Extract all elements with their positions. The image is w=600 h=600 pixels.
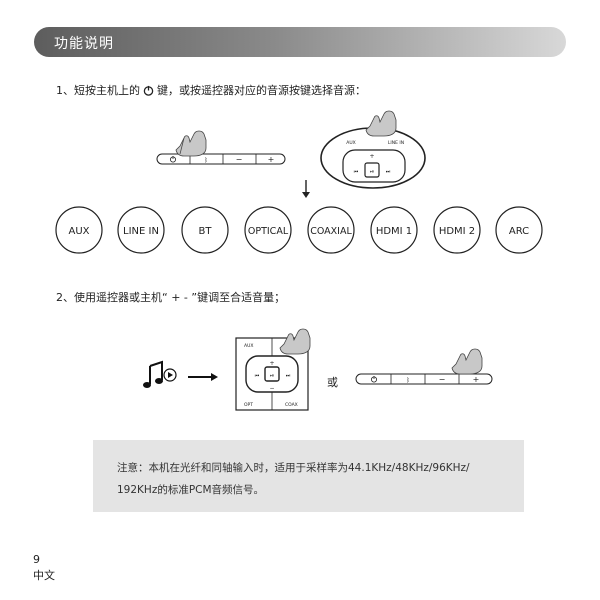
arrow-down-icon [302,180,310,198]
note-line-1: 注意：本机在光纤和同轴输入时，适用于采样率为44.1KHz/48KHz/96KH… [117,462,470,474]
note-line-2: 192KHz的标准PCM音频信号。 [117,484,265,496]
remote-aux-label-2: AUX [244,343,253,349]
hand-pointer-icon [175,130,207,157]
source-label-hdmi1: HDMI 1 [376,226,412,237]
remote-play-pause-icon: ⏯ [370,169,374,175]
source-coaxial: COAXIAL [307,206,355,254]
remote-minus-label: − [269,385,274,392]
soundbar-bottom-panel: ᛒ − + [355,373,493,385]
arrow-right-icon [188,373,218,381]
section-title: 功能说明 [54,36,114,52]
remote-plus-label: + [369,153,374,160]
soundbar-top-panel: ᛒ − + [156,153,286,165]
source-line-in: LINE IN [117,206,165,254]
remote-line-in-label: LINE IN [388,140,404,146]
source-arc: ARC [495,206,543,254]
remote-prev-icon-2: ⏮ [255,373,260,379]
hand-pointer-icon [279,328,311,355]
hand-pointer-icon [451,348,483,375]
source-label-bt: BT [199,226,213,237]
language-label: 中文 [33,569,55,582]
source-label-aux: AUX [68,226,89,237]
or-label: 或 [327,376,338,389]
step-1-text-after: 键，或按遥控器对应的音源按键选择音源： [157,84,366,97]
soundbar-plus-label-2: + [473,375,480,384]
soundbar-bluetooth-icon-2: ᛒ [406,377,410,384]
soundbar-minus-label: − [236,155,243,164]
remote-next-icon-2: ⏭ [286,373,291,379]
step-1-text-before: 1、短按主机上的 [56,84,140,97]
step-2-instruction: 2、使用遥控器或主机“ + - ”键调至合适音量； [56,291,286,304]
section-header: 功能说明 [34,27,566,57]
note-box: 注意：本机在光纤和同轴输入时，适用于采样率为44.1KHz/48KHz/96KH… [93,440,524,512]
remote-aux-label: AUX [346,140,355,146]
remote-control-top: AUX LINE IN + ⏯ ⏮ ⏭ [320,127,426,189]
music-note-icon [143,360,177,388]
remote-opt-label: OPT [244,402,253,408]
source-label-hdmi2: HDMI 2 [439,226,475,237]
soundbar-bluetooth-icon: ᛒ [204,157,208,164]
remote-next-icon: ⏭ [386,169,391,175]
soundbar-power-icon-2 [370,376,377,383]
remote-play-pause-icon-2: ⏯ [270,373,274,379]
remote-coax-label: COAX [285,402,298,408]
source-label-line-in: LINE IN [123,226,159,237]
source-label-coaxial: COAXIAL [310,226,352,237]
source-optical: OPTICAL [244,206,292,254]
source-label-optical: OPTICAL [248,226,289,237]
hand-pointer-icon [365,110,397,137]
source-hdmi1: HDMI 1 [370,206,418,254]
page-number: 9 [33,553,40,566]
step-1-instruction: 1、短按主机上的 键，或按遥控器对应的音源按键选择音源： [56,82,366,98]
soundbar-minus-label-2: − [439,375,446,384]
soundbar-plus-label: + [268,155,275,164]
source-label-arc: ARC [509,226,529,237]
source-hdmi2: HDMI 2 [433,206,481,254]
soundbar-power-icon [169,156,176,163]
source-list: AUX LINE IN BT OPTICAL COAXIAL HDMI 1 HD… [55,206,543,254]
power-icon [143,85,154,96]
remote-plus-label-2: + [269,360,274,367]
remote-prev-icon: ⏮ [354,169,359,175]
source-bt: BT [181,206,229,254]
source-aux: AUX [55,206,103,254]
